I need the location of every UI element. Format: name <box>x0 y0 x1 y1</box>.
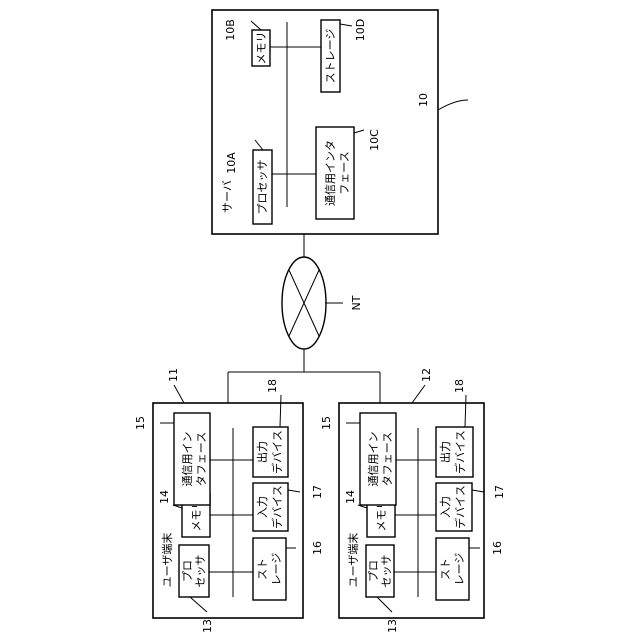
svg-text:デバイス: デバイス <box>270 430 284 474</box>
server-block: サーバ プロセッサ 10A メモリ 10B 通信用インタ フェース 10C スト… <box>212 10 468 234</box>
svg-text:デバイス: デバイス <box>453 485 467 529</box>
svg-text:16: 16 <box>491 541 504 555</box>
svg-text:14: 14 <box>344 490 357 504</box>
svg-text:18: 18 <box>453 379 466 393</box>
svg-text:レージ: レージ <box>270 553 283 586</box>
svg-text:17: 17 <box>311 485 324 499</box>
server-processor-label: プロセッサ <box>256 160 269 215</box>
svg-text:レージ: レージ <box>453 553 466 586</box>
svg-text:デバイス: デバイス <box>453 430 467 474</box>
terminal-12-ref: 12 <box>420 368 433 382</box>
server-storage-ref: 10D <box>354 19 367 41</box>
svg-text:スト: スト <box>439 558 452 580</box>
svg-text:タフェース: タフェース <box>381 432 394 486</box>
server-memory-label: メモリ <box>255 32 268 65</box>
network-node: NT <box>228 234 380 403</box>
svg-text:16: 16 <box>311 541 324 555</box>
svg-text:セッサ: セッサ <box>194 555 207 588</box>
svg-text:出力: 出力 <box>255 441 269 463</box>
svg-text:通信用イン: 通信用イン <box>181 432 194 487</box>
svg-text:通信用イン: 通信用イン <box>367 432 380 487</box>
server-comm-if-line1: 通信用インタ <box>324 140 337 206</box>
svg-text:14: 14 <box>158 490 171 504</box>
server-comm-if-line2: フェース <box>338 151 351 194</box>
svg-text:18: 18 <box>266 379 279 393</box>
svg-text:プロ: プロ <box>367 560 380 582</box>
server-ref: 10 <box>417 93 430 107</box>
svg-text:プロ: プロ <box>181 560 194 582</box>
svg-text:15: 15 <box>134 416 147 430</box>
svg-text:13: 13 <box>386 619 399 633</box>
svg-text:タフェース: タフェース <box>195 432 208 486</box>
terminal-12-title: ユーザ端末 <box>346 533 360 588</box>
terminal-11-ref: 11 <box>167 368 180 382</box>
svg-text:セッサ: セッサ <box>380 555 393 588</box>
svg-text:スト: スト <box>256 558 269 580</box>
user-terminal-11: ユーザ端末 プロ セッサ 13 メモリ 14 通信用イン タフェース 15 スト… <box>134 368 324 633</box>
server-processor-ref: 10A <box>225 152 238 174</box>
server-title: サーバ <box>221 180 234 213</box>
svg-text:出力: 出力 <box>438 441 452 463</box>
network-ref: NT <box>350 295 363 310</box>
svg-text:デバイス: デバイス <box>270 485 284 529</box>
svg-text:13: 13 <box>201 619 214 633</box>
svg-text:15: 15 <box>320 416 333 430</box>
svg-text:入力: 入力 <box>439 496 452 518</box>
server-storage-label: ストレージ <box>324 29 337 84</box>
server-memory-ref: 10B <box>224 19 237 41</box>
svg-text:入力: 入力 <box>256 496 269 518</box>
terminal-11-title: ユーザ端末 <box>160 533 174 588</box>
server-comm-if-ref: 10C <box>368 129 381 151</box>
user-terminal-12: ユーザ端末 プロ セッサ 13 メモリ 14 通信用イン タフェース 15 スト… <box>320 368 506 633</box>
svg-text:17: 17 <box>493 485 506 499</box>
